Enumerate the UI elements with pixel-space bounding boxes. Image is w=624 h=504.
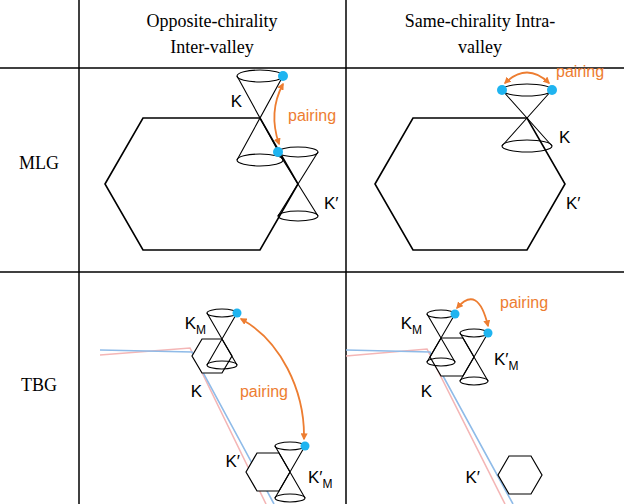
subscript: M — [412, 323, 422, 337]
row-header: TBG — [21, 374, 57, 396]
point-label: K — [191, 382, 202, 402]
point-label: K — [421, 382, 432, 402]
pairing-label: pairing — [556, 62, 604, 82]
point-label: K′ — [465, 468, 480, 488]
point-label: K — [559, 128, 570, 148]
pairing-label: pairing — [500, 293, 548, 313]
subscript: M — [323, 477, 333, 491]
electron-dot — [233, 71, 558, 451]
dirac-cone — [207, 70, 552, 502]
point-label: K′M — [494, 350, 519, 371]
point-label: KM — [401, 314, 422, 335]
point-label: K′ — [566, 194, 581, 214]
row-header: MLG — [19, 152, 59, 174]
subscript: M — [196, 323, 206, 337]
column-header: Same-chirality Intra-valley — [395, 8, 565, 60]
pairing-label: pairing — [288, 106, 336, 126]
moire-zone — [192, 338, 542, 494]
point-label: KM — [185, 314, 206, 335]
pairing-label: pairing — [240, 382, 288, 402]
point-label: K′ — [225, 452, 240, 472]
point-label: K′M — [308, 468, 333, 489]
point-label: K — [231, 92, 242, 112]
subscript: M — [509, 359, 519, 373]
column-header: Opposite-chirality Inter-valley — [127, 8, 297, 60]
point-label: K′ — [324, 194, 339, 214]
brillouin-zone — [105, 118, 565, 250]
